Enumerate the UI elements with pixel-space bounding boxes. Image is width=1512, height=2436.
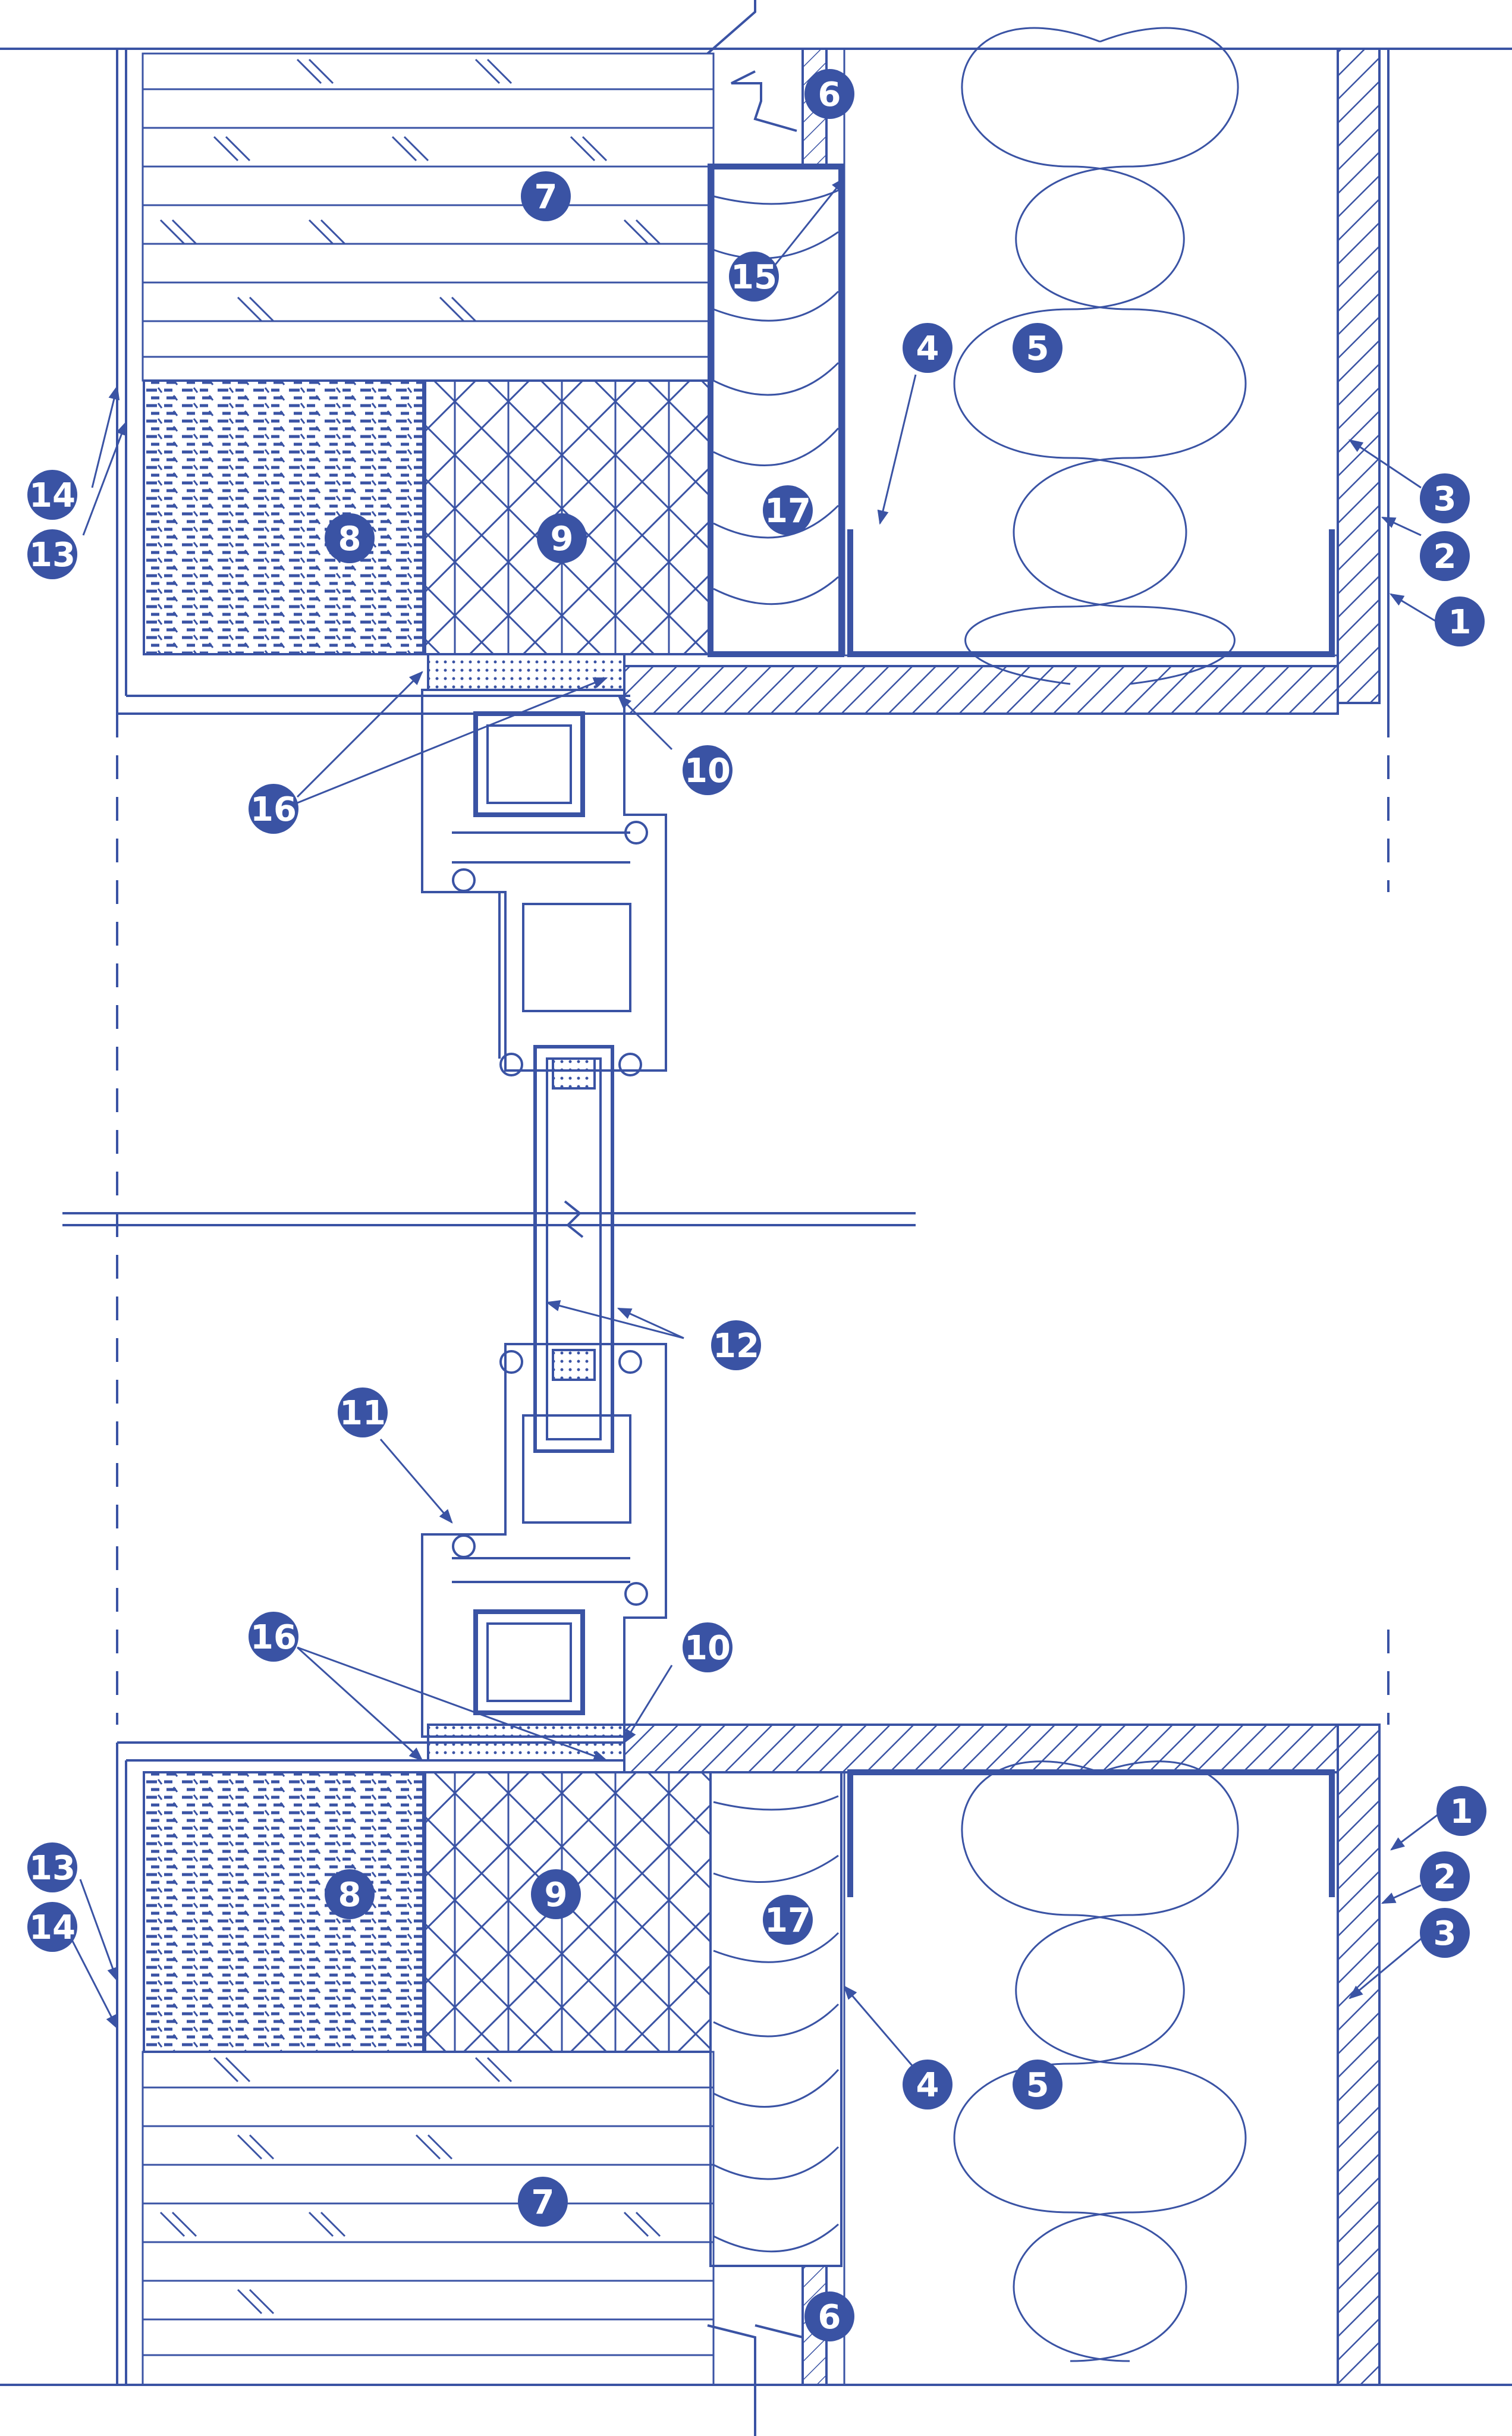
svg-text:4: 4 bbox=[916, 2066, 939, 2105]
svg-text:15: 15 bbox=[731, 258, 777, 297]
callout-10-bottom: 10 bbox=[683, 1622, 733, 1672]
insulation-board-8-top bbox=[143, 379, 425, 655]
callout-5-bottom: 5 bbox=[1013, 2060, 1063, 2109]
steel-profile-4-top bbox=[847, 529, 1335, 657]
steel-sheet-15-top bbox=[708, 164, 844, 657]
cladding-boards-top bbox=[142, 52, 715, 382]
svg-text:4: 4 bbox=[916, 329, 939, 368]
steel-profile-4-bottom bbox=[847, 1769, 1335, 1897]
svg-text:14: 14 bbox=[29, 1908, 76, 1947]
window-frame-profile bbox=[62, 689, 916, 1738]
svg-text:2: 2 bbox=[1434, 1858, 1457, 1897]
callout-2-bottom: 2 bbox=[1420, 1851, 1470, 1901]
svg-text:11: 11 bbox=[340, 1394, 386, 1433]
callout-4-bottom: 4 bbox=[903, 2060, 953, 2109]
sill-board-strip-bottom bbox=[623, 1724, 1339, 1773]
callout-6-top: 6 bbox=[804, 69, 854, 119]
seal-10-top bbox=[427, 653, 625, 691]
svg-text:5: 5 bbox=[1026, 2066, 1049, 2105]
callout-7-top: 7 bbox=[521, 171, 571, 221]
svg-text:16: 16 bbox=[250, 1618, 297, 1657]
break-line-top bbox=[706, 0, 797, 132]
svg-text:10: 10 bbox=[684, 752, 731, 790]
callout-4-top: 4 bbox=[903, 323, 953, 373]
callout-3-top: 3 bbox=[1420, 473, 1470, 523]
svg-text:3: 3 bbox=[1434, 480, 1457, 519]
callout-13-bottom: 13 bbox=[27, 1842, 77, 1892]
svg-text:13: 13 bbox=[29, 1849, 76, 1888]
timber-stud-17-top bbox=[709, 165, 843, 655]
callout-15-top: 15 bbox=[729, 252, 779, 302]
callout-9-bottom: 9 bbox=[531, 1869, 581, 1919]
cladding-boards-bottom bbox=[142, 2051, 715, 2386]
callout-5-top: 5 bbox=[1013, 323, 1063, 373]
svg-text:14: 14 bbox=[29, 476, 76, 515]
svg-text:17: 17 bbox=[765, 492, 811, 530]
callout-11: 11 bbox=[338, 1387, 388, 1437]
callouts: 1 2 3 4 5 6 7 8 9 10 13 bbox=[27, 69, 1486, 2341]
svg-text:3: 3 bbox=[1434, 1914, 1457, 1953]
svg-text:7: 7 bbox=[532, 2183, 555, 2222]
svg-text:13: 13 bbox=[29, 536, 76, 575]
head-board-strip-top bbox=[623, 665, 1339, 715]
callout-14-bottom: 14 bbox=[27, 1902, 77, 1952]
callout-16-top: 16 bbox=[249, 784, 298, 834]
callout-6-bottom: 6 bbox=[804, 2291, 854, 2341]
insulation-board-8-bottom bbox=[143, 1771, 425, 2053]
svg-text:12: 12 bbox=[713, 1327, 759, 1365]
callout-10-top: 10 bbox=[683, 745, 733, 795]
svg-text:1: 1 bbox=[1448, 603, 1472, 642]
svg-text:9: 9 bbox=[551, 520, 574, 558]
callout-2-top: 2 bbox=[1420, 531, 1470, 581]
svg-text:17: 17 bbox=[765, 1901, 811, 1940]
svg-text:1: 1 bbox=[1450, 1793, 1473, 1831]
callout-7-bottom: 7 bbox=[518, 2177, 568, 2227]
timber-stud-17-bottom bbox=[709, 1771, 843, 2267]
svg-text:8: 8 bbox=[338, 520, 362, 558]
callout-9-top: 9 bbox=[537, 513, 587, 563]
callout-8-bottom: 8 bbox=[325, 1869, 375, 1919]
callout-12: 12 bbox=[711, 1320, 761, 1370]
svg-text:6: 6 bbox=[818, 76, 841, 114]
callout-3-bottom: 3 bbox=[1420, 1908, 1470, 1958]
svg-text:10: 10 bbox=[684, 1629, 731, 1668]
callout-8-top: 8 bbox=[325, 513, 375, 563]
interior-board-top bbox=[1337, 48, 1381, 704]
glazing-unit bbox=[533, 1045, 614, 1453]
svg-text:7: 7 bbox=[535, 178, 558, 216]
callout-13-top: 13 bbox=[27, 529, 77, 579]
svg-text:6: 6 bbox=[818, 2298, 841, 2337]
svg-text:16: 16 bbox=[250, 790, 297, 829]
callout-1-top: 1 bbox=[1435, 597, 1485, 646]
svg-text:2: 2 bbox=[1434, 538, 1457, 576]
svg-text:5: 5 bbox=[1026, 329, 1049, 368]
interior-board-bottom bbox=[1337, 1724, 1381, 2386]
seal-10-bottom bbox=[427, 1724, 625, 1762]
leader-lines bbox=[70, 177, 1439, 2070]
svg-text:9: 9 bbox=[545, 1876, 568, 1914]
bottom-sill-section bbox=[0, 1630, 1512, 2436]
callout-14-top: 14 bbox=[27, 470, 77, 520]
callout-1-bottom: 1 bbox=[1436, 1786, 1486, 1836]
callout-17-top: 17 bbox=[763, 485, 813, 535]
callout-16-bottom: 16 bbox=[249, 1612, 298, 1662]
callout-17-bottom: 17 bbox=[763, 1895, 813, 1945]
svg-text:8: 8 bbox=[338, 1876, 362, 1914]
break-line-bottom bbox=[707, 2324, 803, 2436]
